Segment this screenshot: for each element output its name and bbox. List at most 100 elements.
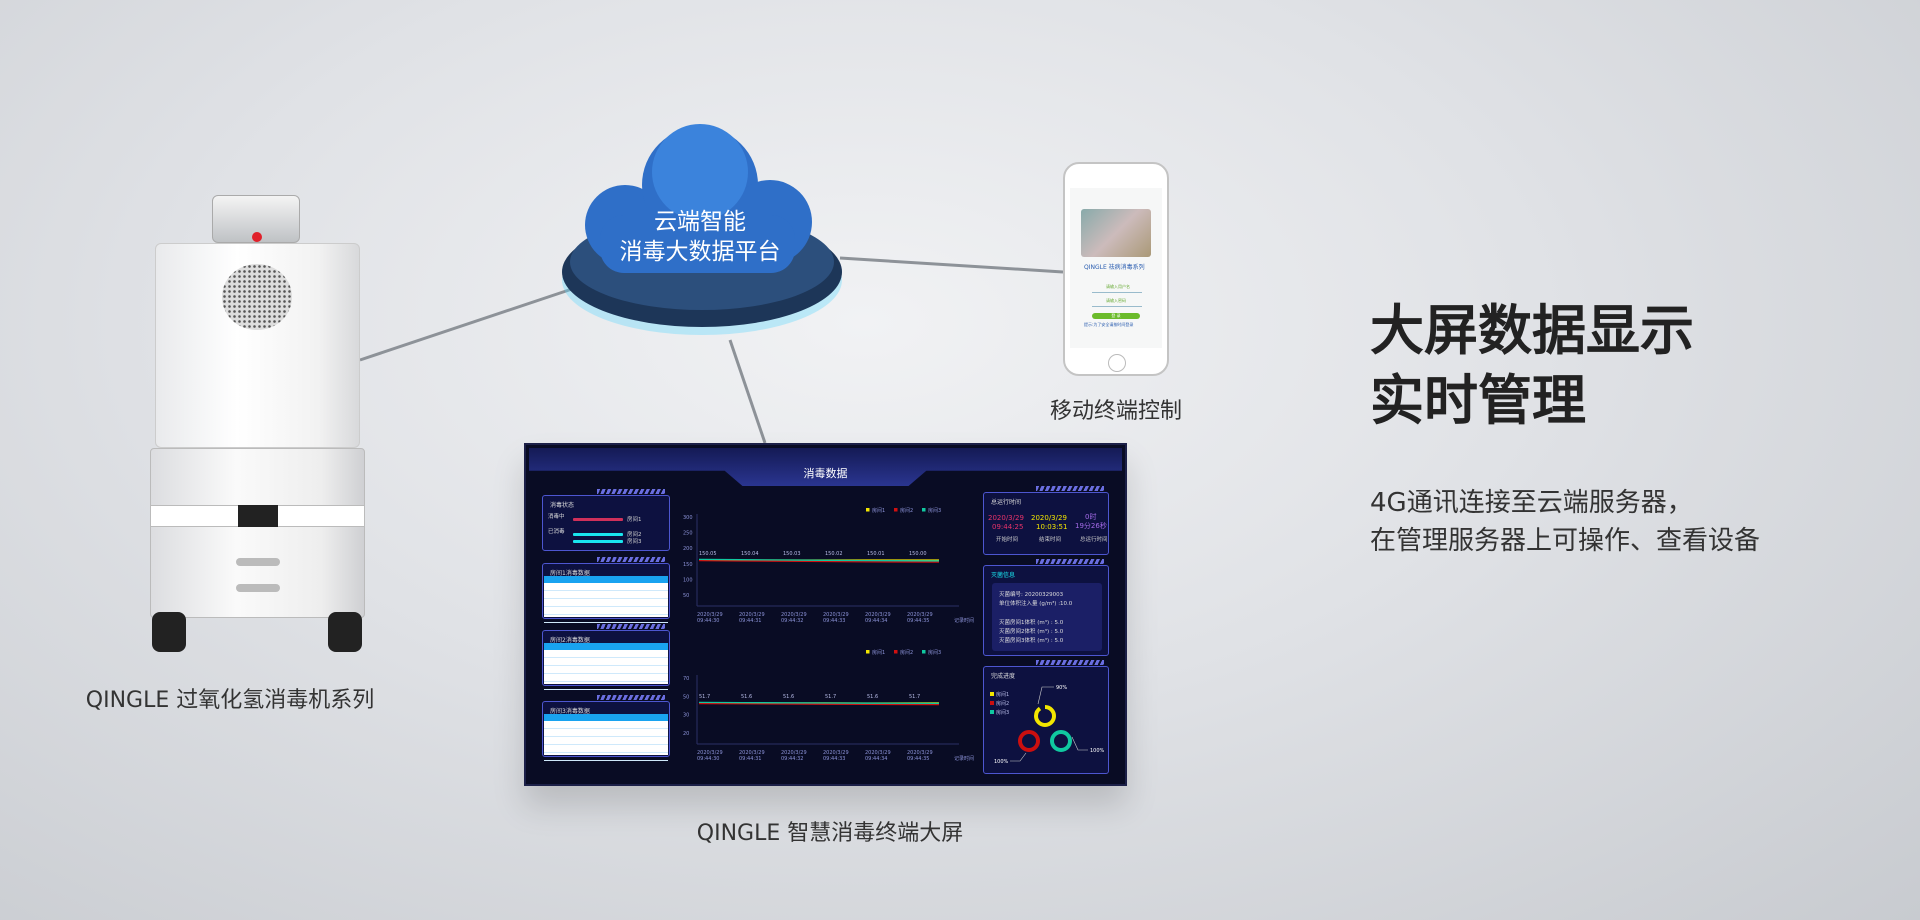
- dashboard-title: 消毒数据: [803, 467, 848, 480]
- subtitle-line1: 4G通讯连接至云端服务器，: [1370, 488, 1693, 518]
- x-tick-time: 09:44:33: [823, 618, 845, 624]
- x-tick-date: 2020/3/29: [823, 612, 849, 618]
- room3-volume: 灭菌房间3体积 (m³) : 5.0: [999, 638, 1064, 644]
- data-label: 51.7: [909, 694, 920, 700]
- x-tick-date: 2020/3/29: [781, 612, 807, 618]
- room-table-panel: 房间1消毒数据: [542, 557, 670, 623]
- legend-label: 房间1: [872, 649, 885, 656]
- data-label: 150.00: [909, 551, 927, 557]
- series-line-房间3: [698, 558, 940, 562]
- wheel: [328, 612, 362, 652]
- table-title: 房间1消毒数据: [550, 570, 590, 577]
- data-label: 150.04: [741, 551, 759, 557]
- progress-legend-item: 房间1: [984, 691, 1009, 698]
- y-tick-label: 20: [683, 731, 689, 737]
- status-in-progress: 消毒中: [548, 514, 565, 520]
- table-title: 房间3消毒数据: [550, 708, 590, 715]
- y-tick-label: 150: [683, 562, 693, 568]
- total-hours: 0时: [1085, 513, 1097, 521]
- status-room: 房间2: [627, 532, 642, 538]
- x-tick-time: 09:44:35: [907, 756, 929, 762]
- status-title: 消毒状态: [550, 502, 575, 509]
- end-time: 10:03:51: [1036, 523, 1068, 531]
- progress-legend-item: 房间2: [984, 700, 1009, 707]
- legend-swatch: [922, 508, 926, 512]
- room-table-panel: 房间3消毒数据: [542, 695, 670, 761]
- username-input[interactable]: 请输入用户名: [1092, 284, 1142, 293]
- data-label: 150.01: [867, 551, 885, 557]
- login-button[interactable]: 登 录: [1092, 313, 1140, 319]
- screen-label: QINGLE 智慧消毒终端大屏: [696, 821, 964, 846]
- table-title: 房间2消毒数据: [550, 637, 590, 644]
- legend-swatch: [866, 650, 870, 654]
- status-room: 房间3: [627, 539, 642, 545]
- start-date: 2020/3/29: [988, 514, 1024, 522]
- speaker-grille: [222, 264, 292, 330]
- robot-red-button: [252, 232, 262, 242]
- data-label: 51.7: [699, 694, 710, 700]
- login-tip: 提示:为了安全请按时间登录: [1084, 322, 1134, 327]
- subtitle-line2: 在管理服务器上可操作、查看设备: [1370, 526, 1761, 556]
- cloud-title-line1: 云端智能: [654, 209, 746, 235]
- data-label: 150.05: [699, 551, 717, 557]
- x-tick-date: 2020/3/29: [739, 612, 765, 618]
- total-label: 总运行时间: [1080, 537, 1108, 543]
- password-input[interactable]: 请输入密码: [1092, 298, 1142, 307]
- cloud-icon: [585, 124, 812, 273]
- data-label: 150.02: [825, 551, 843, 557]
- data-label: 150.03: [783, 551, 801, 557]
- x-tick-time: 09:44:34: [865, 618, 887, 624]
- legend-label: 房间2: [900, 507, 913, 514]
- data-label: 51.6: [867, 694, 878, 700]
- start-time: 09:44:25: [992, 523, 1024, 531]
- x-tick-time: 09:44:30: [697, 756, 719, 762]
- x-tick-date: 2020/3/29: [781, 750, 807, 756]
- data-label: 51.6: [741, 694, 752, 700]
- headline-line1: 大屏数据显示: [1370, 299, 1694, 362]
- phone-screen: QINGLE 祛病消毒系列 请输入用户名 请输入密码 登 录 提示:为了安全请按…: [1070, 188, 1162, 348]
- y-tick-label: 200: [683, 546, 693, 552]
- x-tick-date: 2020/3/29: [697, 612, 723, 618]
- y-tick-label: 250: [683, 531, 693, 537]
- room3-bar: [573, 540, 623, 543]
- wheel: [152, 612, 186, 652]
- y-tick-label: 50: [683, 694, 689, 700]
- x-tick-time: 09:44:35: [907, 618, 929, 624]
- progress-ring-3: [1050, 730, 1072, 752]
- sterilize-title: 灭菌信息: [991, 572, 1016, 579]
- x-tick-date: 2020/3/29: [907, 612, 933, 618]
- x-tick-time: 09:44:34: [865, 756, 887, 762]
- end-label: 结束时间: [1039, 537, 1062, 543]
- app-banner-image: [1081, 209, 1151, 257]
- robot-body: [155, 243, 360, 448]
- room1-bar: [573, 518, 623, 521]
- status-panel: 消毒状态 消毒中 已消毒 房间1 房间2 房间3: [542, 489, 670, 551]
- sterilize-panel: 灭菌信息 灭菌编号: 20200329003 单位体积注入量 (g/m³) :1…: [983, 559, 1109, 656]
- robot-base: [150, 448, 365, 618]
- drawer-handle: [236, 558, 280, 566]
- progress-ring-2: [1018, 730, 1040, 752]
- robot-label: QINGLE 过氧化氢消毒机系列: [85, 688, 375, 713]
- room-table-panel: 房间2消毒数据: [542, 624, 670, 690]
- legend-swatch: [866, 508, 870, 512]
- legend-swatch: [922, 650, 926, 654]
- progress-rings: 90% 100% 100%: [994, 685, 1105, 765]
- x-tick-time: 09:44:30: [697, 618, 719, 624]
- total-min-sec: 19分26秒: [1075, 522, 1107, 530]
- progress-panel: 完成进度 房间1 房间2 房间3 90% 100% 100%: [983, 660, 1109, 774]
- x-tick-time: 09:44:31: [739, 756, 761, 762]
- mobile-phone: QINGLE 祛病消毒系列 请输入用户名 请输入密码 登 录 提示:为了安全请按…: [1063, 162, 1169, 376]
- headline-line2: 实时管理: [1370, 369, 1586, 432]
